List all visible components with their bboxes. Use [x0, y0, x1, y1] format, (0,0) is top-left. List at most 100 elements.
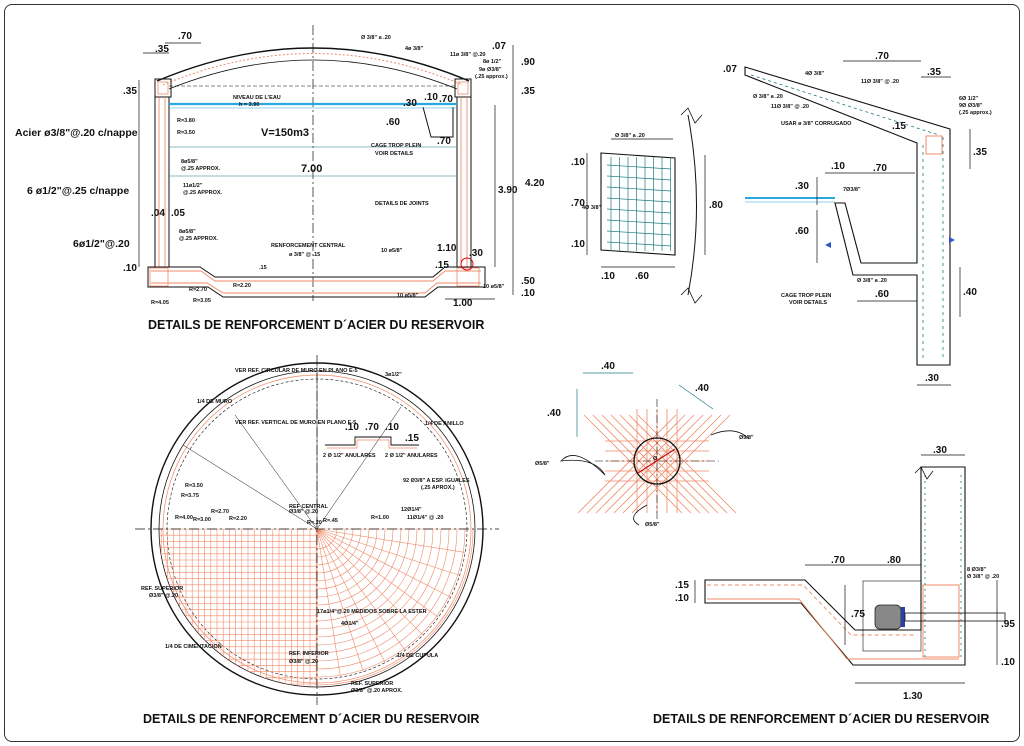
leader-bottom [633, 504, 648, 526]
plan-radial-lines [182, 365, 402, 530]
mesh-h-bar [606, 208, 672, 214]
opening-diameter-line [637, 448, 676, 474]
dim-70-mid: .70 [437, 136, 451, 147]
note-6-12: 6 ø1/2"@.25 c/nappe [27, 185, 129, 197]
plan-radial-bar [316, 528, 406, 651]
leader-left [560, 455, 606, 476]
open-note-4: Ø [653, 456, 658, 462]
pipe-valve [874, 604, 902, 630]
plan-r-7: R=.20 [307, 520, 322, 526]
mesh-h-bar [606, 197, 672, 203]
plan-dim-10b: .10 [385, 422, 399, 433]
bars-l: (.25 approx.) [475, 74, 508, 80]
mesh-h-bar [606, 186, 672, 192]
wall-left [154, 96, 170, 268]
plan-note-7: 92 Ø3/8" A ESP. IGUALES [403, 478, 470, 484]
footing-left-rebar [149, 267, 169, 287]
radius-4: R=2.20 [233, 283, 251, 289]
joint-dim-75: .75 [851, 609, 865, 620]
ov-note-11: CAGE TROP PLEIN [781, 293, 831, 299]
plan-radial-bar [316, 528, 451, 598]
base-slab [147, 266, 486, 298]
plan-radial-bar [316, 528, 439, 618]
plan-radial-bar [316, 528, 424, 636]
dim-30-top: .30 [403, 98, 417, 109]
anular-profile [325, 436, 419, 446]
bars-d: 10 ø5/8" [381, 248, 403, 254]
ov-dim-10: .10 [831, 161, 845, 172]
plan-note-10: Ø3/8" @.20 [289, 509, 318, 515]
plan-radial-bar [316, 528, 364, 672]
mesh-break-bottom [680, 287, 703, 304]
dim-420: 4.20 [525, 178, 545, 189]
plan-note-12: REF. SUPERIOR [141, 586, 183, 592]
dim-35-right: .35 [521, 86, 535, 97]
wall-outline [744, 66, 951, 366]
opening-diag-bar [622, 414, 722, 514]
opening-diag-bar [595, 414, 695, 514]
mesh-h-bar [606, 175, 672, 181]
radius-5: R=4.05 [151, 300, 169, 306]
mesh-top-note: Ø 3/8" a .20 [615, 133, 645, 139]
open-dim-1: .40 [601, 361, 615, 372]
dim-10-left: .10 [123, 263, 137, 274]
plan-ring-arcs [316, 528, 474, 686]
bars-g: 11ø 3/8" @.20 [450, 52, 486, 58]
joint-break [914, 466, 934, 480]
dim-60: .60 [386, 117, 400, 128]
dim-35-left: .35 [123, 86, 137, 97]
joint-dim-30: .30 [933, 445, 947, 456]
overflow-dimension-lines [816, 60, 971, 386]
bars-k: 9ø Ø3/8" [479, 67, 502, 73]
joint-marker-circle [460, 257, 474, 271]
pipe-box [862, 580, 922, 652]
joint-dim-130: 1.30 [903, 691, 923, 702]
mesh-dim-10-top: .10 [571, 157, 585, 168]
open-dim-3: .40 [695, 383, 709, 394]
ov-dim-30: .30 [795, 181, 809, 192]
bars-j: 8ø 1/2" [483, 59, 502, 65]
footing-right-rebar [456, 267, 480, 287]
slab-rebar-top [151, 270, 481, 282]
opening-diag-bar [631, 414, 731, 514]
joint-dim-95: .95 [1001, 619, 1015, 630]
dim-390: 3.90 [498, 185, 518, 196]
ov-dim-40: .40 [963, 287, 977, 298]
caption-joint: DETAILS DE RENFORCEMENT D´ACIER DU RESER… [653, 712, 989, 726]
section-dimension-lines [138, 42, 514, 300]
radius-6: R=3.05 [193, 298, 211, 304]
dim-15: .15 [435, 260, 449, 271]
bars-e: 10 ø5/8" [397, 293, 419, 299]
dim-90: .90 [521, 57, 535, 68]
ov-note-1: 4Ø 3/8" [805, 71, 825, 77]
mesh-h-bar [606, 164, 672, 170]
dome-rebar-dots [750, 74, 940, 136]
plan-note-8: (.25 APROX.) [421, 485, 455, 491]
ov-note-12: VOIR DETAILS [789, 300, 827, 306]
opening-diag-bar [583, 414, 683, 514]
joint-outline [704, 466, 966, 666]
plan-r-2: R=2.70 [211, 509, 229, 515]
bars-a: 8ø5/8" [181, 159, 198, 165]
mesh-h-bar [606, 230, 672, 236]
joint-dim-80: .80 [887, 555, 901, 566]
caption-plan: DETAILS DE RENFORCEMENT D´ACIER DU RESER… [143, 712, 479, 726]
opening-diag-bar [637, 414, 737, 514]
ring-beam-left-rebar [157, 81, 169, 95]
plan-note-15: REF. INFERIOR [289, 651, 329, 657]
opening-diag-bar [613, 414, 713, 514]
ov-dim-70-mid: .70 [873, 163, 887, 174]
mesh-dim-10-bottom: .10 [571, 239, 585, 250]
ov-note-2: 11Ø 3/8" @ .20 [861, 79, 899, 85]
dome-rebar [162, 53, 464, 86]
plan-ring-arc [316, 528, 474, 686]
radius-2: R=3.50 [177, 130, 195, 136]
anular-rebar [327, 439, 417, 449]
plan-note-22: 4Ø1/4" [341, 621, 359, 627]
bars-f: 10 ø5/8" [483, 284, 505, 290]
pipe-flange [901, 607, 905, 627]
overflow-cage [422, 106, 454, 138]
opening-diag-bar [604, 414, 704, 514]
ov-dim-60-left: .60 [795, 226, 809, 237]
joint-dim-10: .10 [675, 593, 689, 604]
